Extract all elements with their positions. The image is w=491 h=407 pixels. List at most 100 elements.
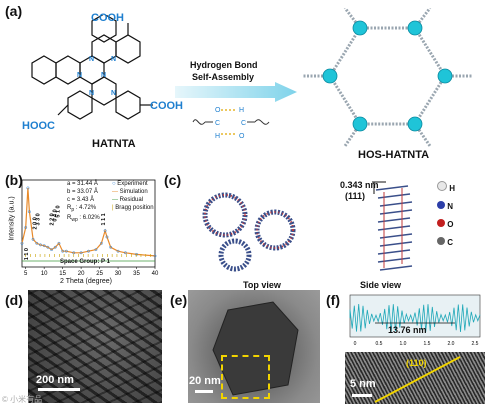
x-tick-label: 10 (41, 271, 48, 277)
profile-tick: 0 (354, 341, 357, 347)
profile-tick: 2.5 (472, 341, 479, 347)
scale-bar-d (38, 388, 80, 391)
experiment-point (24, 226, 28, 229)
panel-a-label: (a) (5, 3, 23, 19)
space-group: Space Group: P 1 (60, 259, 110, 265)
tem-image-d (28, 290, 162, 403)
hatnta-molecule: N N N N N N (31, 15, 153, 120)
svg-text:N: N (89, 56, 94, 63)
profile-distance: 13.76 nm (388, 325, 427, 335)
plane-line (374, 356, 461, 403)
experiment-point (46, 245, 50, 249)
experiment-point (153, 254, 157, 258)
svg-text:N: N (101, 72, 106, 79)
experiment-point (27, 210, 31, 214)
experiment-point (57, 241, 61, 245)
peak-label: 1 1 0 (24, 248, 30, 260)
cooh-right: COOH (150, 100, 183, 112)
experiment-point (135, 252, 138, 256)
scale-bar-f (352, 394, 372, 397)
x-tick-label: 15 (59, 271, 66, 277)
side-view-structure (372, 181, 413, 271)
panel-b-label: (b) (5, 172, 23, 188)
profile-tick: 2.0 (448, 341, 455, 347)
svg-text:H: H (215, 133, 220, 140)
svg-text:N: N (111, 90, 116, 97)
x-tick-label: 30 (115, 271, 122, 277)
peak-label: 2 2 0 (49, 213, 55, 225)
panel-c-label: (c) (164, 172, 182, 188)
experiment-point (20, 241, 24, 245)
svg-text:H: H (239, 107, 244, 114)
experiment-point (94, 248, 98, 252)
experiment-point (123, 251, 127, 255)
hos-hatnta-network (303, 8, 472, 147)
peak-label: 3 3 0 (36, 213, 42, 225)
experiment-point (61, 249, 65, 253)
side-view-label: Side view (360, 280, 402, 290)
x-tick-label: 5 (24, 271, 28, 277)
top-view-structure (202, 192, 296, 272)
cooh-top: COOH (91, 12, 124, 24)
profile-line (349, 303, 481, 333)
experiment-point (103, 229, 107, 233)
profile-tick: 1.0 (400, 341, 407, 347)
x-tick-label: 20 (78, 271, 85, 277)
peak-label: 2 0 0 (32, 217, 38, 229)
scale-text-f: 5 nm (350, 378, 376, 390)
experiment-point (99, 241, 103, 245)
profile-frame (349, 294, 481, 338)
assembly-arrow (175, 82, 297, 102)
x-tick-label: 35 (133, 271, 140, 277)
lattice-params: a = 31.44 Å b = 33.07 Å c = 3.43 Å Rp : … (67, 181, 100, 224)
hatnta-name: HATNTA (92, 138, 136, 150)
peak-label: 5 1 0 (56, 205, 62, 217)
arrow-text-2: Self-Assembly (192, 72, 255, 82)
svg-text:O: O (239, 133, 245, 140)
experiment-point (35, 241, 39, 245)
svg-text:O: O (215, 107, 221, 114)
line-profile: 0 0.5 1.0 1.5 2.0 2.5 (349, 294, 481, 347)
svg-text:N: N (77, 72, 82, 79)
atom-legend: H N O C (437, 180, 455, 252)
xrd-ylabel: Intensity (a.u.) (8, 196, 16, 241)
svg-text:N: N (111, 56, 116, 63)
experiment-point (39, 243, 42, 247)
experiment-point (87, 249, 90, 253)
x-tick-label: 25 (96, 271, 103, 277)
experiment-point (64, 249, 68, 253)
experiment-point (109, 245, 113, 249)
hooc-left: HOOC (22, 120, 55, 132)
experiment-point (50, 248, 54, 252)
plane-f-label: (110) (406, 358, 427, 368)
panel-f-label: (f) (326, 292, 340, 308)
experiment-point (42, 244, 46, 248)
scale-bar-e (195, 390, 213, 393)
profile-tick: 1.5 (424, 341, 431, 347)
svg-text:C: C (215, 120, 220, 127)
experiment-point (116, 249, 120, 253)
watermark: © 小米有品 (2, 395, 43, 404)
experiment-point (72, 251, 76, 255)
panel-d-label: (d) (5, 292, 23, 308)
top-view-label: Top view (243, 280, 281, 290)
experiment-point (53, 245, 57, 249)
svg-text:N: N (89, 90, 94, 97)
series-simulation (21, 187, 156, 257)
xrd-xlabel: 2 Theta (degree) (60, 278, 113, 285)
selection-box (221, 355, 270, 399)
spacing-label: 0.343 nm (340, 180, 379, 190)
experiment-point (26, 186, 30, 190)
experiment-point (105, 235, 109, 239)
hos-hatnta-name: HOS-HATNTA (358, 149, 430, 161)
xrd-legend: ○ Experiment — Simulation — Residual | B… (112, 181, 154, 211)
scale-text-e: 20 nm (189, 375, 221, 387)
plane-c-label: (111) (345, 191, 366, 201)
plot-frame (21, 179, 156, 268)
profile-tick: 0.5 (376, 341, 383, 347)
experiment-point (79, 251, 83, 255)
peak-label: 0 4 0 (52, 209, 58, 221)
arrow-text-1: Hydrogen Bond (190, 60, 258, 70)
